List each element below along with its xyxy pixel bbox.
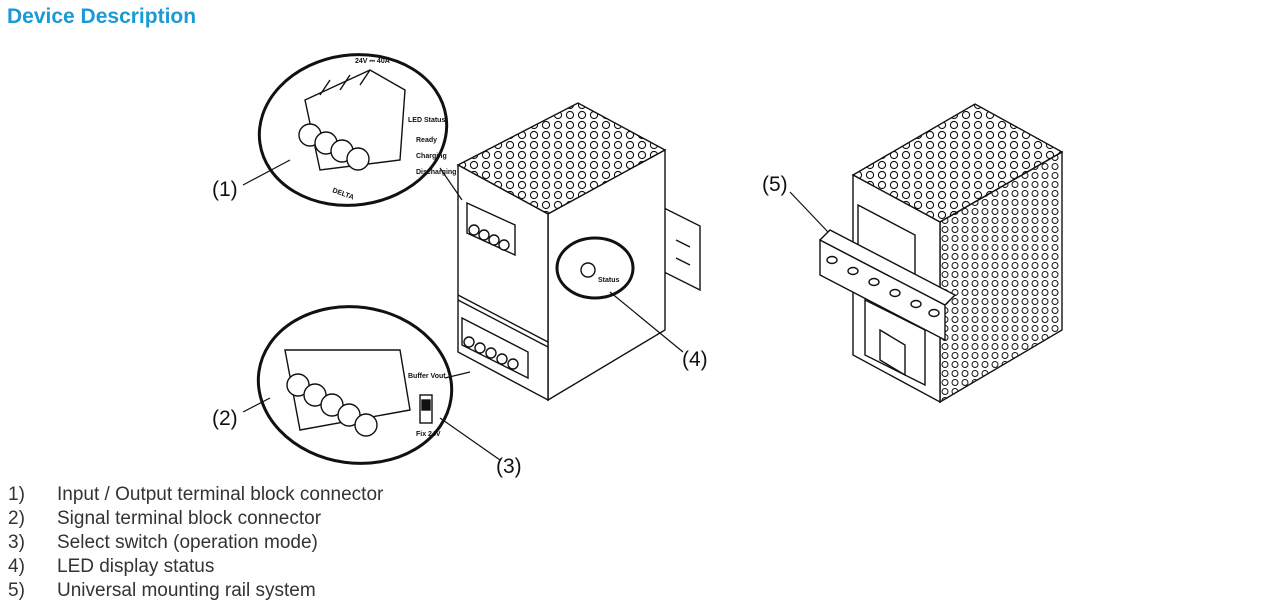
legend-item: 2) Signal terminal block connector <box>8 508 383 532</box>
zoom-io-terminal: DELTA LED Status Ready Charging Discharg… <box>257 53 456 207</box>
legend-item: 4) LED display status <box>8 556 383 580</box>
legend-number: 1) <box>8 484 25 505</box>
legend-text: LED display status <box>57 556 215 577</box>
zoom-led: Status <box>555 236 635 300</box>
charging-label: Charging <box>416 153 447 160</box>
callout-2: (2) <box>212 407 238 430</box>
callout-1: (1) <box>212 178 238 201</box>
zoom-signal-terminal: Buffer Vout Fix 24V <box>256 305 454 465</box>
led-status-label: LED Status <box>408 117 445 124</box>
switch-setting-label: Fix 24V <box>416 431 441 438</box>
status-label: Status <box>598 277 620 284</box>
power-supply-rear-view <box>851 103 1064 404</box>
legend-number: 4) <box>8 556 25 577</box>
legend-item: 1) Input / Output terminal block connect… <box>8 484 383 508</box>
legend-number: 3) <box>8 532 25 553</box>
ready-label: Ready <box>416 137 437 144</box>
callout-5: (5) <box>762 173 788 196</box>
legend-text: Universal mounting rail system <box>57 580 316 601</box>
switch-label: Buffer Vout <box>408 373 446 380</box>
legend-text: Select switch (operation mode) <box>57 532 318 553</box>
mounting-rail <box>818 229 957 342</box>
component-legend: 1) Input / Output terminal block connect… <box>8 484 383 604</box>
callout-3: (3) <box>496 455 522 478</box>
page-title: Device Description <box>7 5 197 28</box>
rating-label: 24V ⎓ 40A <box>355 58 390 65</box>
legend-text: Input / Output terminal block connector <box>57 484 384 505</box>
device-illustration: DELTA LED Status Ready Charging Discharg… <box>212 53 1064 478</box>
legend-item: 5) Universal mounting rail system <box>8 580 383 604</box>
legend-text: Signal terminal block connector <box>57 508 322 529</box>
legend-number: 5) <box>8 580 25 601</box>
legend-number: 2) <box>8 508 25 529</box>
discharging-label: Discharging <box>416 169 456 176</box>
callout-4: (4) <box>682 348 708 371</box>
legend-item: 3) Select switch (operation mode) <box>8 532 383 556</box>
